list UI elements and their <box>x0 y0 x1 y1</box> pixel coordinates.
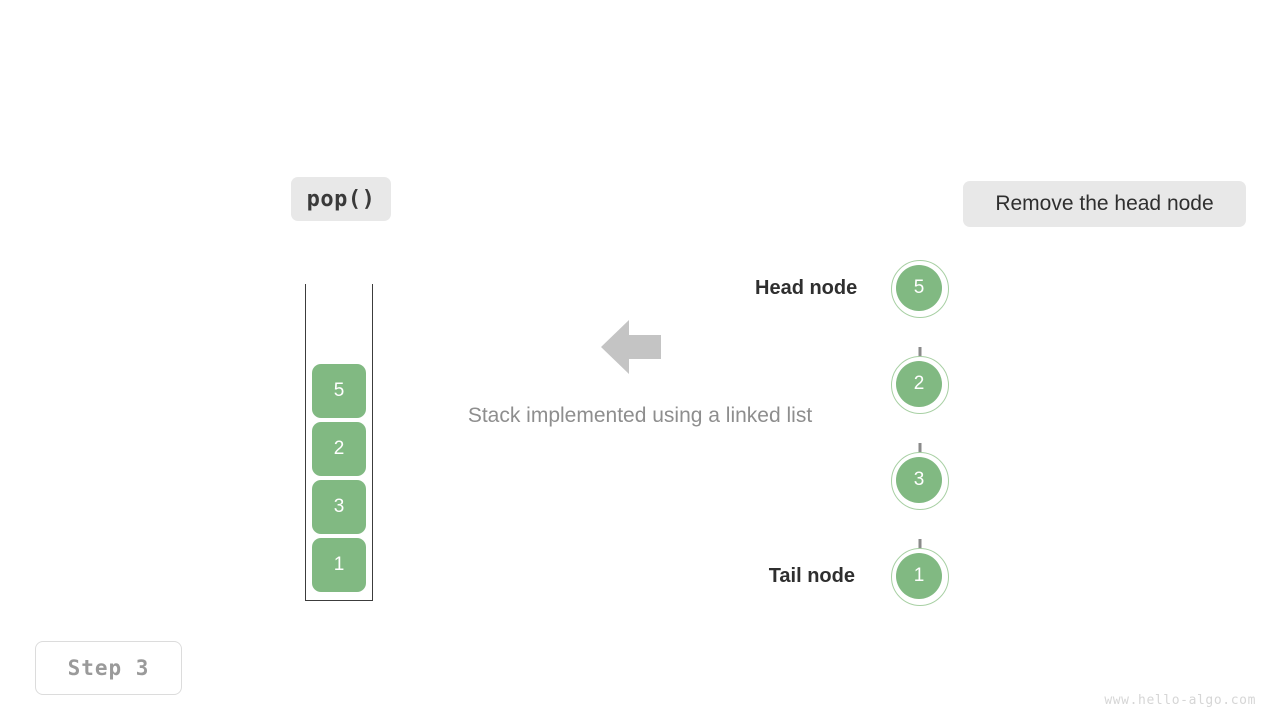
linked-list-node-disc: 2 <box>896 361 942 407</box>
center-caption-text: Stack implemented using a linked list <box>467 404 813 427</box>
step-label: Step 3 <box>67 656 150 680</box>
linked-list-node: 1 <box>891 548 949 606</box>
linked-list-node-disc: 3 <box>896 457 942 503</box>
linked-list-node-value: 5 <box>913 277 925 298</box>
linked-list-node: 5 <box>891 260 949 318</box>
action-label: Remove the head node <box>995 192 1214 215</box>
stack-cell: 5 <box>312 364 366 418</box>
stack-cell: 3 <box>312 480 366 534</box>
stack-cell-value: 3 <box>333 496 345 517</box>
linked-list-node: 3 <box>891 452 949 510</box>
watermark: www.hello-algo.com <box>1104 693 1256 708</box>
head-node-label: Head node <box>755 277 858 299</box>
step-badge: Step 3 <box>35 641 182 695</box>
linked-list-node-value: 2 <box>913 373 925 394</box>
stack-cell: 2 <box>312 422 366 476</box>
center-caption: Stack implemented using a linked list <box>440 404 840 428</box>
stack-cell: 1 <box>312 538 366 592</box>
stack-cell-value: 5 <box>333 380 345 401</box>
operation-label: pop() <box>306 186 376 212</box>
tail-node-label: Tail node <box>768 565 855 587</box>
linked-list-node-disc: 1 <box>896 553 942 599</box>
stack-cell-list: 5 2 3 1 <box>312 364 366 592</box>
linked-list-container: 5 2 3 1 Head node Tail node <box>755 255 990 615</box>
action-description-chip: Remove the head node <box>963 181 1246 227</box>
stack-cell-value: 2 <box>333 438 345 459</box>
stack-container: 5 2 3 1 <box>305 284 373 601</box>
stack-frame-outline <box>305 284 373 601</box>
left-arrow-icon <box>601 318 661 376</box>
operation-chip: pop() <box>291 177 391 221</box>
linked-list-node-value: 1 <box>913 565 925 586</box>
stack-cell-value: 1 <box>333 554 345 575</box>
linked-list-node-value: 3 <box>913 469 925 490</box>
linked-list-node: 2 <box>891 356 949 414</box>
linked-list-node-disc: 5 <box>896 265 942 311</box>
